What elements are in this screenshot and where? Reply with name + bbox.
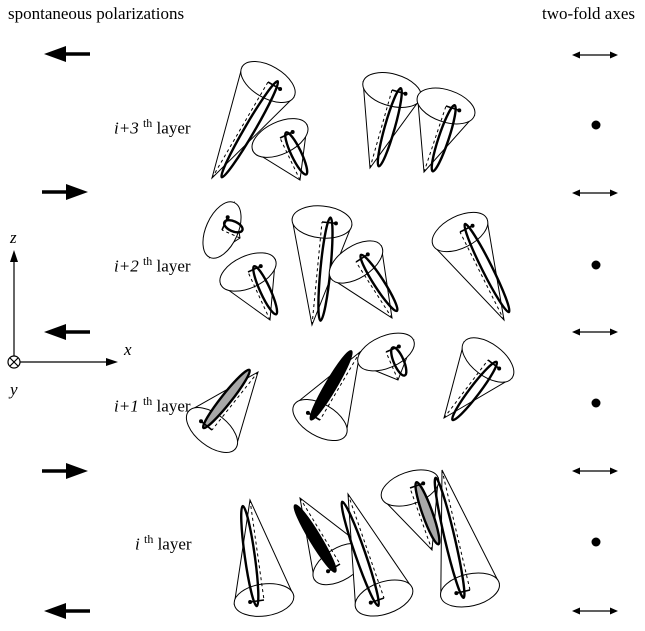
liquid-crystal-cone-9 [426, 204, 513, 320]
liquid-crystal-cone-18 [431, 470, 503, 612]
cone-layer-group [179, 53, 522, 623]
two-fold-axis-in-plane-icon [572, 190, 618, 197]
two-fold-axis-dot-icon [592, 399, 601, 408]
y-axis-label: y [10, 380, 18, 400]
two-fold-axis-in-plane-icon [572, 608, 618, 615]
layer-label-i: i th layer [135, 532, 192, 555]
two-fold-axis-in-plane-icon [572, 468, 618, 475]
liquid-crystal-cone-3 [359, 66, 425, 168]
layer-index: i [135, 535, 140, 554]
polarization-arrow-left [44, 603, 90, 619]
liquid-crystal-cone-6 [214, 245, 282, 320]
layer-label-i-plus-2: i+2 th layer [114, 254, 191, 277]
two-fold-axis-in-plane-icon [572, 329, 618, 336]
liquid-crystal-cone-11 [286, 349, 360, 449]
spontaneous-polarizations-header: spontaneous polarizations [8, 4, 184, 24]
layer-suffix: layer [157, 257, 191, 276]
z-axis-arrowhead [10, 250, 18, 262]
polarization-arrow-left [44, 46, 90, 62]
liquid-crystal-cone-5 [195, 196, 249, 264]
layer-suffix: layer [158, 535, 192, 554]
x-axis-label: x [124, 340, 132, 360]
layer-index: i+3 [114, 119, 139, 138]
layer-sup: th [144, 532, 153, 546]
liquid-crystal-cone-12 [352, 325, 420, 380]
liquid-crystal-cone-17 [376, 463, 443, 550]
layer-label-i-plus-1: i+1 th layer [114, 394, 191, 417]
layer-index: i+2 [114, 257, 139, 276]
coordinate-system [8, 250, 118, 368]
liquid-crystal-cone-13 [444, 329, 522, 423]
two-fold-axis-dot-icon [592, 538, 601, 547]
polarization-arrow-right [42, 463, 88, 479]
two-fold-axis-dot-icon [592, 261, 601, 270]
layer-label-i-plus-3: i+3 th layer [114, 116, 191, 139]
x-axis-arrowhead [106, 358, 118, 366]
layer-sup: th [143, 254, 152, 268]
layer-suffix: layer [157, 119, 191, 138]
layer-sup: th [143, 116, 152, 130]
liquid-crystal-cone-4 [412, 81, 479, 172]
polarization-arrow-left [44, 324, 90, 340]
two-fold-axis-dot-icon [592, 121, 601, 130]
liquid-crystal-cone-14 [232, 500, 296, 620]
layer-suffix: layer [157, 397, 191, 416]
layer-index: i+1 [114, 397, 139, 416]
two-fold-axis-in-plane-icon [572, 52, 618, 59]
two-fold-axes-group [572, 52, 618, 615]
two-fold-axes-header: two-fold axes [542, 4, 635, 24]
polarization-arrow-right [42, 184, 88, 200]
z-axis-label: z [10, 228, 17, 248]
polarization-arrows-group [42, 46, 90, 619]
layer-sup: th [143, 394, 152, 408]
